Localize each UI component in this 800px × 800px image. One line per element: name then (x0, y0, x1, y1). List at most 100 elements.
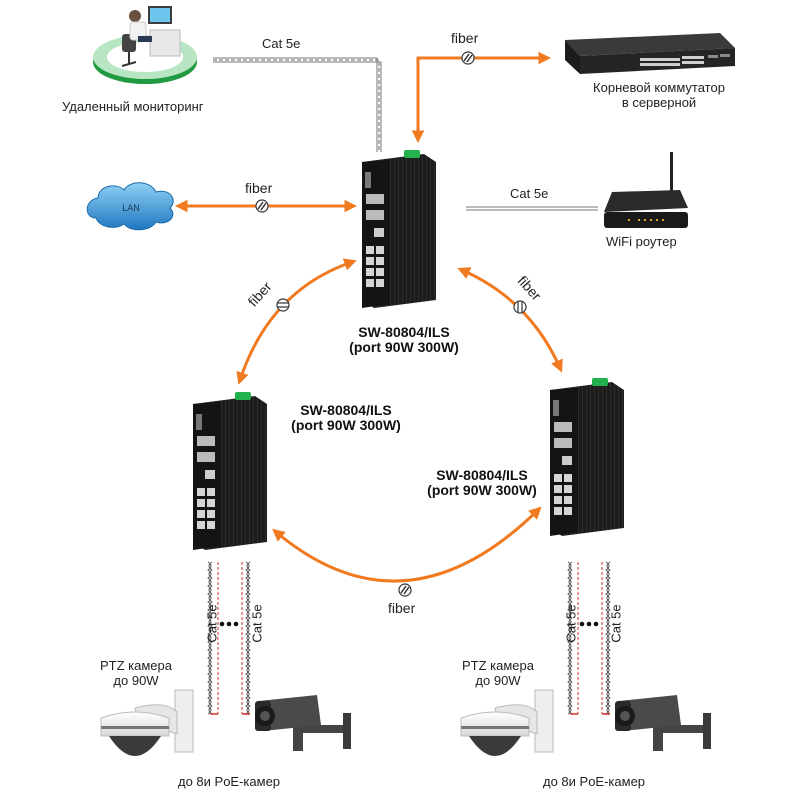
console-port (374, 228, 384, 237)
switch-top-icon (362, 150, 436, 308)
ptz-dome-camera-icon (100, 689, 194, 756)
din-clip (404, 150, 420, 158)
fiber-left-to-right (272, 506, 542, 583)
rj45-port (564, 507, 572, 515)
switch-right-label: SW-80804/ILS (port 90W 300W) (412, 468, 552, 498)
root-switch-label-line1: Корневой коммутатор (593, 80, 725, 95)
fiber-label-root: fiber (451, 30, 479, 46)
router-icon (604, 152, 688, 228)
sfp-port (197, 436, 215, 446)
switch-right-icon (550, 378, 624, 536)
lan-label: LAN (122, 203, 140, 213)
fiber-connector-icon (461, 51, 475, 65)
switch-left-model: SW-80804/ILS (300, 402, 392, 418)
fiber-label-bottom: fiber (388, 600, 416, 616)
switch-right-model: SW-80804/ILS (436, 467, 528, 483)
rj45-port (554, 496, 562, 504)
poe-label-right: до 8и PoE-камер (543, 774, 646, 789)
cable-label-router: Cat 5e (510, 186, 549, 201)
bullet-camera-icon (255, 695, 351, 751)
fiber-connector-icon (513, 300, 527, 314)
ptz-label-right-line1: PTZ камера (462, 658, 534, 673)
fiber-label-lan: fiber (245, 180, 273, 196)
ptz-label-right: PTZ камера до 90W (448, 658, 548, 688)
rj45-port (554, 485, 562, 493)
rj45-port (376, 257, 384, 265)
ptz-label-left: PTZ камера до 90W (86, 658, 186, 688)
root-switch-label: Корневой коммутатор в серверной (578, 80, 740, 110)
cable-label-cam-left-b: Cat 5e (249, 604, 265, 643)
fiber-connector-icon (398, 583, 412, 597)
rj45-port (564, 496, 572, 504)
ptz-label-left-line1: PTZ камера (100, 658, 172, 673)
twisted-pair-cable (245, 561, 250, 715)
switch-top-label: SW-80804/ILS (port 90W 300W) (334, 325, 474, 355)
sfp-port (366, 210, 384, 220)
rj45-port (564, 474, 572, 482)
ptz-dome-camera-icon (460, 689, 554, 756)
din-clip (235, 392, 251, 400)
cable-label-monitoring: Cat 5e (262, 36, 301, 51)
fiber-connector-icon (255, 199, 269, 213)
cable-monitoring-to-switch (213, 57, 382, 152)
switch-left-ports: (port 90W 300W) (291, 417, 401, 433)
switch-left-label: SW-80804/ILS (port 90W 300W) (276, 403, 416, 433)
rj45-port (376, 246, 384, 254)
twisted-pair-cable (606, 561, 611, 715)
rj45-port (376, 268, 384, 276)
ellipsis-dot (233, 621, 239, 627)
camera-cables-right (567, 561, 611, 715)
operator-workstation-icon (93, 6, 197, 84)
camera-cables-left (207, 561, 251, 715)
rack-switch-icon (565, 33, 735, 74)
fiber-top-to-right (457, 267, 563, 373)
cable-switch-to-router (466, 206, 598, 211)
cable-label-cam-left-a: Cat 5e (204, 604, 220, 643)
fiber-root-to-switch (411, 51, 552, 144)
cable-label-cam-right-b: Cat 5e (608, 604, 624, 643)
poe-label-left: до 8и PoE-камер (178, 774, 281, 789)
console-port (562, 456, 572, 465)
rj45-port (554, 474, 562, 482)
ellipsis-dot (226, 621, 232, 627)
rj45-port (564, 485, 572, 493)
cloud-icon (86, 182, 174, 231)
twisted-pair-cable (605, 561, 610, 715)
rj45-port (366, 257, 374, 265)
sfp-port (554, 422, 572, 432)
label-plate (196, 414, 202, 430)
rj45-port (207, 499, 215, 507)
switch-top-model: SW-80804/ILS (358, 324, 450, 340)
rj45-port (366, 279, 374, 287)
rj45-port (207, 488, 215, 496)
rj45-port (197, 510, 205, 518)
rj45-port (366, 246, 374, 254)
ptz-label-right-line2: до 90W (475, 673, 521, 688)
sfp-port (197, 452, 215, 462)
bullet-camera-icon (615, 695, 711, 751)
label-plate (553, 400, 559, 416)
ellipsis-dot (219, 621, 225, 627)
din-clip (592, 378, 608, 386)
router-label: WiFi роутер (606, 234, 677, 249)
twisted-pair-cable (568, 561, 573, 715)
rj45-port (197, 521, 205, 529)
switch-right-ports: (port 90W 300W) (427, 482, 537, 498)
ellipsis-dot (586, 621, 592, 627)
rj45-port (207, 521, 215, 529)
label-plate (365, 172, 371, 188)
ellipsis-dot (579, 621, 585, 627)
sfp-port (554, 438, 572, 448)
rj45-port (197, 499, 205, 507)
sfp-port (366, 194, 384, 204)
root-switch-label-line2: в серверной (621, 95, 697, 110)
cable-label-cam-right-a: Cat 5e (563, 604, 579, 643)
switch-top-ports: (port 90W 300W) (349, 339, 459, 355)
ellipsis-dot (593, 621, 599, 627)
rj45-port (207, 510, 215, 518)
twisted-pair-cable (246, 561, 251, 715)
console-port (205, 470, 215, 479)
rj45-port (197, 488, 205, 496)
ptz-label-left-line2: до 90W (113, 673, 159, 688)
